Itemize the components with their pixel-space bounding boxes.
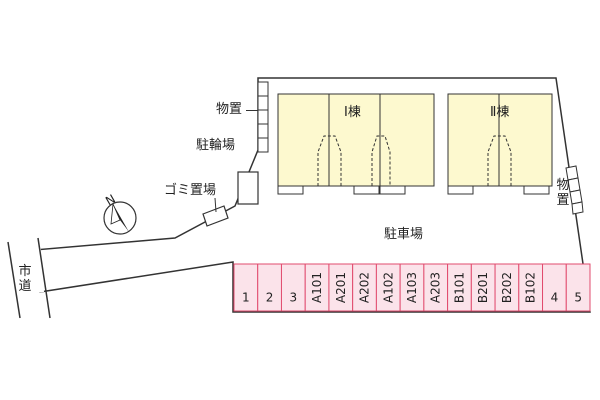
parking-lot-label: 駐車場 <box>384 227 424 242</box>
storage-label-right: 物置 <box>556 178 570 208</box>
storage-sheds-right <box>565 165 584 215</box>
storage-label-top: 物置 <box>216 102 243 117</box>
parking-slot-label: B101 <box>452 272 466 303</box>
bicycle-parking-area <box>237 171 259 205</box>
parking-slots: 1 2 3 A101 A201 A202 A102 A103 A203 B101 B201 B202 B… <box>233 263 591 312</box>
garbage-area <box>202 197 229 227</box>
parking-slot-label: A202 <box>358 272 372 303</box>
building-1-label: Ⅰ棟 <box>344 105 361 120</box>
building-2 <box>447 93 553 195</box>
parking-slot-label: 4 <box>551 291 559 305</box>
building-1 <box>277 93 435 195</box>
parking-slot-label: A102 <box>381 272 395 303</box>
parking-slot-label: A203 <box>429 272 443 303</box>
building-2-label: Ⅱ棟 <box>490 105 510 120</box>
parking-slot-label: B202 <box>500 272 514 303</box>
garbage-area-label: ゴミ置場 <box>164 183 217 198</box>
storage-sheds-top <box>257 81 269 153</box>
parking-slot-label: A201 <box>334 272 348 303</box>
parking-slot-label: 5 <box>574 291 582 305</box>
city-road-label: 市道 <box>18 264 32 294</box>
parking-slot-label: 2 <box>266 291 274 305</box>
north-compass <box>103 201 137 235</box>
parking-slot-label: 1 <box>242 291 250 305</box>
parking-slot-label: B102 <box>524 272 538 303</box>
city-road <box>6 237 51 319</box>
parking-slot-5 <box>565 263 591 312</box>
parking-slot-label: A103 <box>405 272 419 303</box>
parking-slot-label: B201 <box>476 272 490 303</box>
parking-slot-label: A101 <box>310 272 324 303</box>
parking-slot-label: 3 <box>290 291 298 305</box>
storage-leader-line <box>246 110 258 111</box>
bicycle-parking-label: 駐輪場 <box>196 138 236 153</box>
